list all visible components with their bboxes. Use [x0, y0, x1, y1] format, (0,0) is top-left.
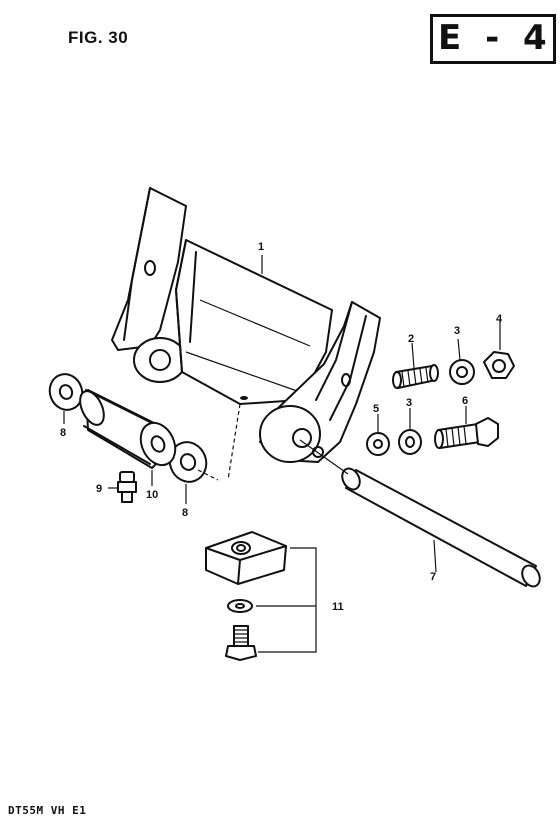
bracket-part — [111, 187, 381, 463]
callout-11: 11 — [332, 601, 344, 613]
hex-bolt-part — [434, 406, 499, 449]
callout-8b: 8 — [182, 507, 188, 519]
callout-9: 9 — [96, 483, 102, 495]
callout-3a: 3 — [454, 325, 460, 337]
callout-5: 5 — [373, 403, 379, 415]
bushing-part — [79, 389, 177, 469]
lock-washer-upper — [449, 338, 475, 385]
callout-2: 2 — [408, 333, 414, 345]
figure-label: FIG. 30 — [68, 28, 129, 47]
washer-left — [48, 373, 84, 411]
grease-nipple-part — [108, 471, 137, 503]
callout-1: 1 — [258, 241, 264, 253]
washer-right — [168, 441, 208, 483]
callout-8a: 8 — [60, 427, 66, 439]
callout-10: 10 — [146, 489, 158, 501]
lock-washer-lower — [398, 408, 422, 455]
section-code-box — [430, 14, 556, 64]
nut-part — [483, 320, 515, 379]
callout-3b: 3 — [406, 397, 412, 409]
callout-bracket-11 — [258, 547, 317, 653]
section-code: E - 4 — [438, 18, 553, 58]
anode-block-part — [205, 531, 287, 585]
callout-6: 6 — [462, 395, 468, 407]
callout-4: 4 — [496, 313, 503, 325]
anode-bolt-part — [225, 625, 257, 661]
callout-7: 7 — [430, 571, 436, 583]
flat-washer-part — [366, 414, 390, 456]
stud-bolt-part — [392, 342, 439, 389]
anode-washer-part — [227, 599, 253, 613]
model-code: DT55M VH E1 — [8, 804, 87, 817]
shaft-part — [299, 439, 541, 588]
